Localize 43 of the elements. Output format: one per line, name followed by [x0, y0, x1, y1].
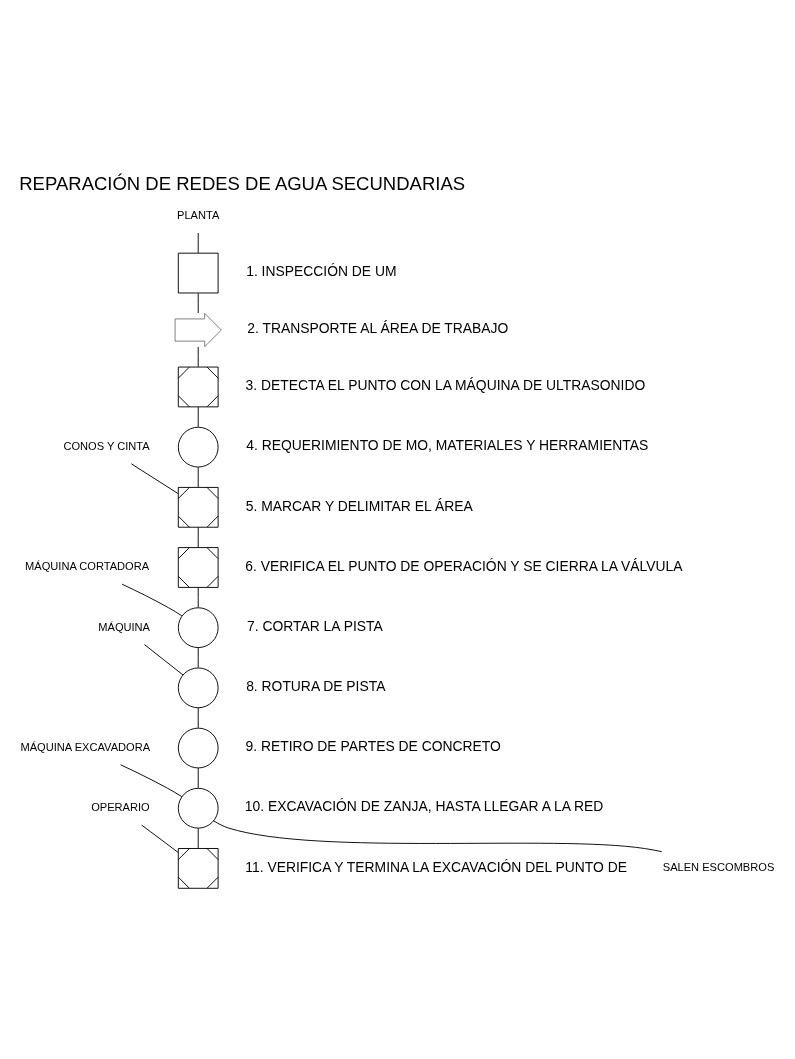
node-text: MÁQUINA: [98, 620, 151, 633]
diagram-title: REPARACIÓN DE REDES DE AGUA SECUNDARIAS: [19, 172, 466, 194]
node-circle: [177, 727, 219, 768]
node-text: SALEN ESCOMBROS: [662, 860, 775, 873]
node-text: MÁQUINA CORTADORA: [25, 559, 150, 572]
node-text: OPERARIO: [91, 800, 150, 813]
node-label: 8. ROTURA DE PISTA: [246, 677, 386, 694]
connector: [197, 406, 199, 427]
connector: [197, 345, 199, 367]
node-label: 10. EXCAVACIÓN DE ZANJA, HASTA LLEGAR A LA RED: [244, 797, 604, 814]
connector: [197, 526, 199, 548]
node-square: [177, 252, 219, 293]
node-circle: [177, 426, 219, 467]
node-label: 3. DETECTA EL PUNTO CON LA MÁQUINA DE ULTRASONIDO: [245, 376, 646, 393]
node-arrow: [174, 312, 222, 347]
connector: [121, 583, 183, 616]
connector: [197, 706, 199, 728]
node-label: 1. INSPECCIÓN DE UM: [246, 262, 397, 279]
node-label: 9. RETIRO DE PARTES DE CONCRETO: [245, 737, 501, 754]
connector: [213, 819, 663, 852]
node-label: 5. MARCAR Y DELIMITAR EL ÁREA: [245, 497, 473, 514]
node-label: 2. TRANSPORTE AL ÁREA DE TRABAJO: [247, 319, 509, 336]
node-circle: [177, 667, 219, 708]
connector: [197, 292, 199, 313]
node-label: 4. REQUERIMIENTO DE MO, MATERIALES Y HERRAMIENTAS: [246, 436, 649, 453]
connector: [130, 462, 179, 494]
connector: [197, 232, 199, 253]
node-label: 6. VERIFICA EL PUNTO DE OPERACIÓN Y SE CIERRA LA VÁLVULA: [245, 557, 683, 574]
node-label: 7. CORTAR LA PISTA: [247, 617, 383, 634]
connector: [197, 767, 199, 788]
node-text: MÁQUINA EXCAVADORA: [20, 740, 151, 753]
connector: [197, 586, 199, 608]
connector: [197, 646, 199, 668]
connector: [143, 643, 184, 675]
node-circle: [177, 787, 219, 829]
connector: [120, 763, 183, 797]
connector: [141, 824, 179, 853]
connector: [197, 827, 199, 849]
node-label: 11. VERIFICA Y TERMINA LA EXCAVACIÓN DEL PUNTO DE: [245, 858, 627, 875]
connector: [197, 466, 199, 487]
node-circle: [177, 606, 219, 648]
node-text: CONOS Y CINTA: [63, 439, 150, 452]
node-text: PLANTA: [177, 208, 220, 221]
